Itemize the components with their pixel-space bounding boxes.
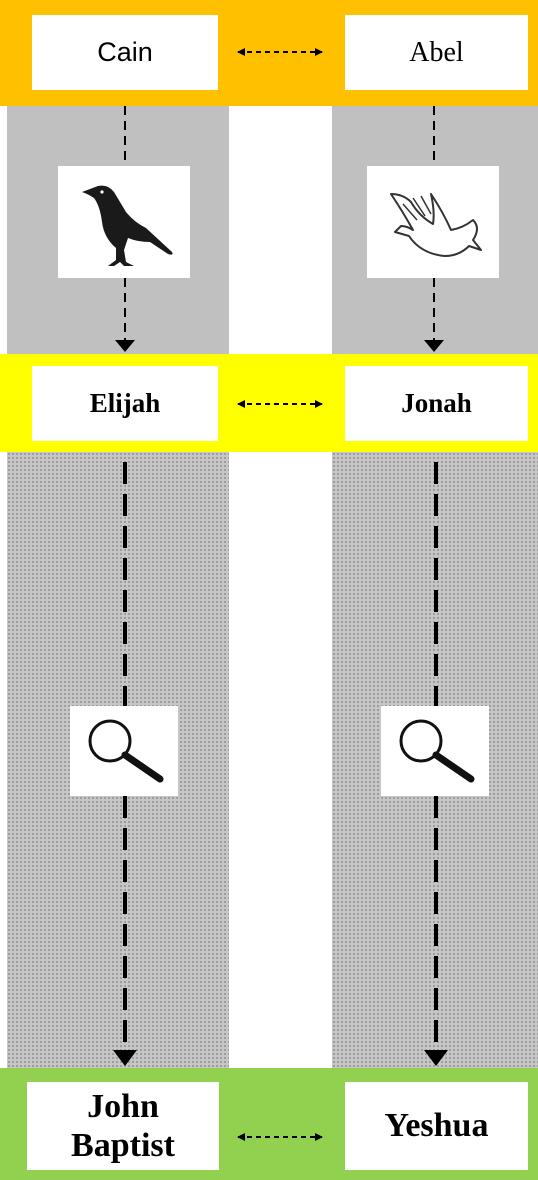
- abel-box: Abel: [345, 15, 528, 90]
- left-lower-arrowhead: [113, 1050, 137, 1066]
- crow-icon: [82, 185, 173, 266]
- left-upper-arrowhead: [115, 340, 135, 352]
- dove-box: [367, 166, 499, 278]
- left-magnifier-box: [70, 706, 178, 796]
- elijah-box: Elijah: [32, 366, 218, 441]
- jonah-label: Jonah: [401, 388, 472, 418]
- yeshua-box: Yeshua: [345, 1082, 528, 1170]
- yeshua-label: Yeshua: [384, 1107, 489, 1144]
- dove-icon: [390, 193, 482, 257]
- cain-label: Cain: [97, 37, 153, 67]
- baptist-label: Baptist: [71, 1127, 175, 1164]
- right-upper-arrowhead: [424, 340, 444, 352]
- crow-box: [58, 166, 190, 278]
- jonah-box: Jonah: [345, 366, 528, 441]
- john-label: John: [87, 1087, 159, 1125]
- john-baptist-box: John Baptist: [27, 1082, 219, 1170]
- elijah-label: Elijah: [89, 388, 161, 418]
- abel-label: Abel: [409, 36, 464, 68]
- right-magnifier-box: [381, 706, 489, 796]
- right-lower-arrowhead: [424, 1050, 448, 1066]
- magnifying-glass-icon: [88, 719, 164, 783]
- magnifying-glass-icon: [399, 719, 475, 783]
- cain-box: Cain: [32, 15, 218, 90]
